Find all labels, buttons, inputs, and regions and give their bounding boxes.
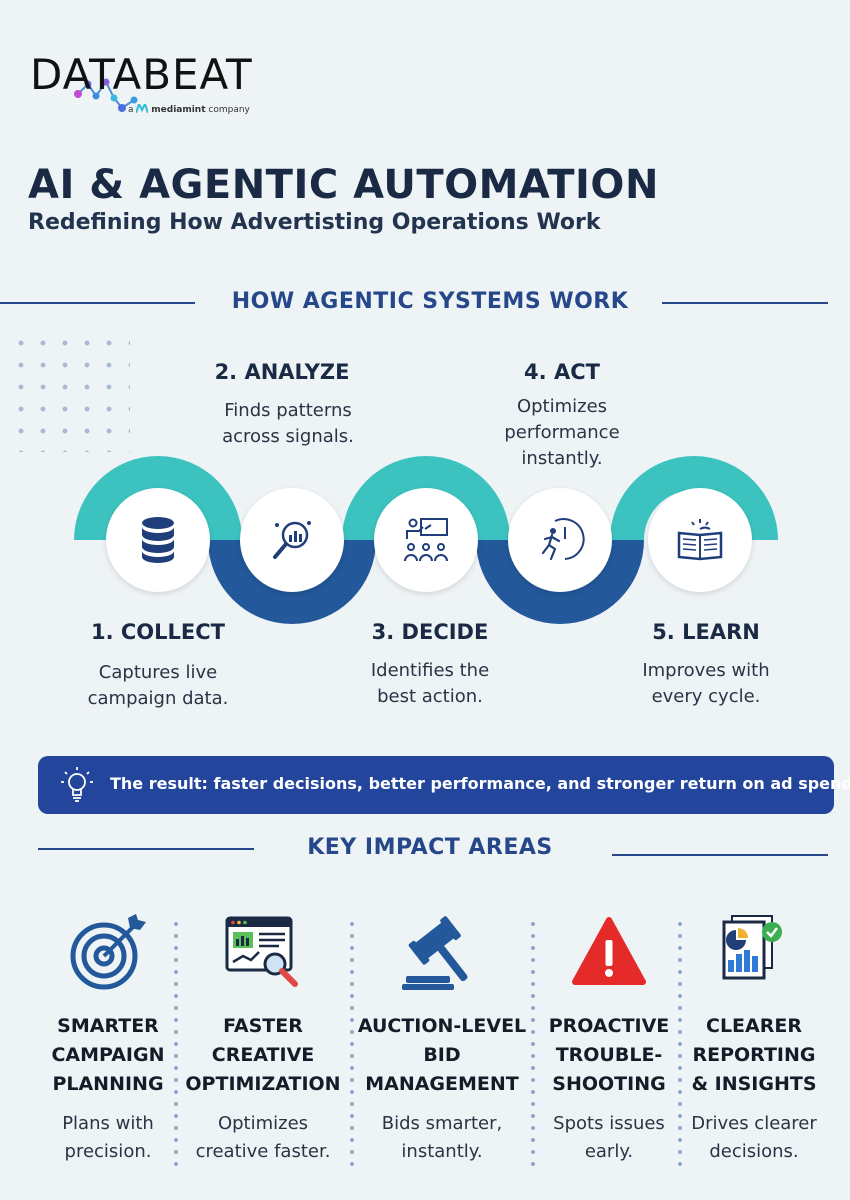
company-logo: DATABEAT a mediamint company xyxy=(30,50,260,120)
step-title-analyze: 2. ANALYZE xyxy=(214,360,350,384)
step-desc-analyze: Finds patterns across signals. xyxy=(222,400,354,447)
page-subtitle: Redefining How Advertisting Operations W… xyxy=(28,210,601,235)
column-separator xyxy=(531,918,535,1168)
wave-arch-3 xyxy=(342,456,510,540)
impact-title: PROACTIVE TROUBLE- SHOOTING xyxy=(548,1015,670,1095)
logo-tagline: a mediamint company xyxy=(128,101,250,115)
section-heading-how: HOW AGENTIC SYSTEMS WORK xyxy=(231,289,629,314)
target-arrow-icon xyxy=(70,914,146,990)
result-banner: The result: faster decisions, better per… xyxy=(38,756,850,814)
step-desc-decide: Identifies the best action. xyxy=(370,660,490,707)
warning-icon xyxy=(572,917,646,985)
section-heading-impact: KEY IMPACT AREAS xyxy=(307,835,553,860)
impact-desc: Optimizes creative faster. xyxy=(195,1113,331,1162)
running-clock-icon xyxy=(541,518,585,561)
wave-arch-2 xyxy=(208,540,376,624)
step-circle-collect xyxy=(106,488,210,592)
divider-left xyxy=(0,302,195,304)
result-text: The result: faster decisions, better per… xyxy=(110,774,850,793)
impact-title: FASTER CREATIVE OPTIMIZATION xyxy=(185,1015,341,1095)
impact-desc: Drives clearer decisions. xyxy=(691,1113,817,1162)
browser-chart-magnifier-icon xyxy=(225,916,298,987)
gavel-icon xyxy=(402,916,468,990)
wave-arch-4 xyxy=(476,540,644,624)
impact-desc: Bids smarter, instantly. xyxy=(381,1113,503,1162)
analytics-magnifier-icon xyxy=(273,521,311,559)
step-circle-analyze xyxy=(240,488,344,592)
impact-desc: Spots issues early. xyxy=(553,1113,665,1162)
mediamint-icon xyxy=(135,101,150,114)
step-desc-collect: Captures live campaign data. xyxy=(87,662,229,709)
open-book-icon xyxy=(677,519,723,561)
process-wave xyxy=(74,456,778,624)
logo-wordmark: DATABEAT xyxy=(30,50,253,99)
step-circle-learn xyxy=(648,488,752,592)
step-circle-act xyxy=(508,488,612,592)
step-title-act: 4. ACT xyxy=(524,360,600,384)
wave-arch-1 xyxy=(74,456,242,540)
database-icon xyxy=(142,517,174,563)
impact-divider-left xyxy=(38,848,254,850)
presentation-team-icon xyxy=(404,518,448,562)
wave-arch-5 xyxy=(610,456,778,540)
dot-pattern xyxy=(10,332,130,452)
step-circle-decide xyxy=(374,488,478,592)
impact-title: AUCTION-LEVEL BID MANAGEMENT xyxy=(357,1015,527,1095)
column-separator xyxy=(174,918,178,1168)
step-title-decide: 3. DECIDE xyxy=(371,620,489,644)
step-title-collect: 1. COLLECT xyxy=(90,620,225,644)
impact-title: CLEARER REPORTING & INSIGHTS xyxy=(691,1015,817,1095)
column-separator xyxy=(350,918,354,1168)
impact-desc: Plans with precision. xyxy=(62,1113,154,1162)
lightbulb-icon xyxy=(61,767,93,802)
impact-divider-right xyxy=(612,854,828,856)
step-desc-learn: Improves with every cycle. xyxy=(642,660,770,707)
divider-right xyxy=(662,302,828,304)
step-desc-act: Optimizes performance instantly. xyxy=(504,396,620,469)
page-title: AI & AGENTIC AUTOMATION xyxy=(28,162,659,208)
step-title-learn: 5. LEARN xyxy=(652,620,760,644)
report-chart-icon xyxy=(722,915,782,980)
impact-title: SMARTER CAMPAIGN PLANNING xyxy=(51,1015,165,1095)
column-separator xyxy=(678,918,682,1168)
